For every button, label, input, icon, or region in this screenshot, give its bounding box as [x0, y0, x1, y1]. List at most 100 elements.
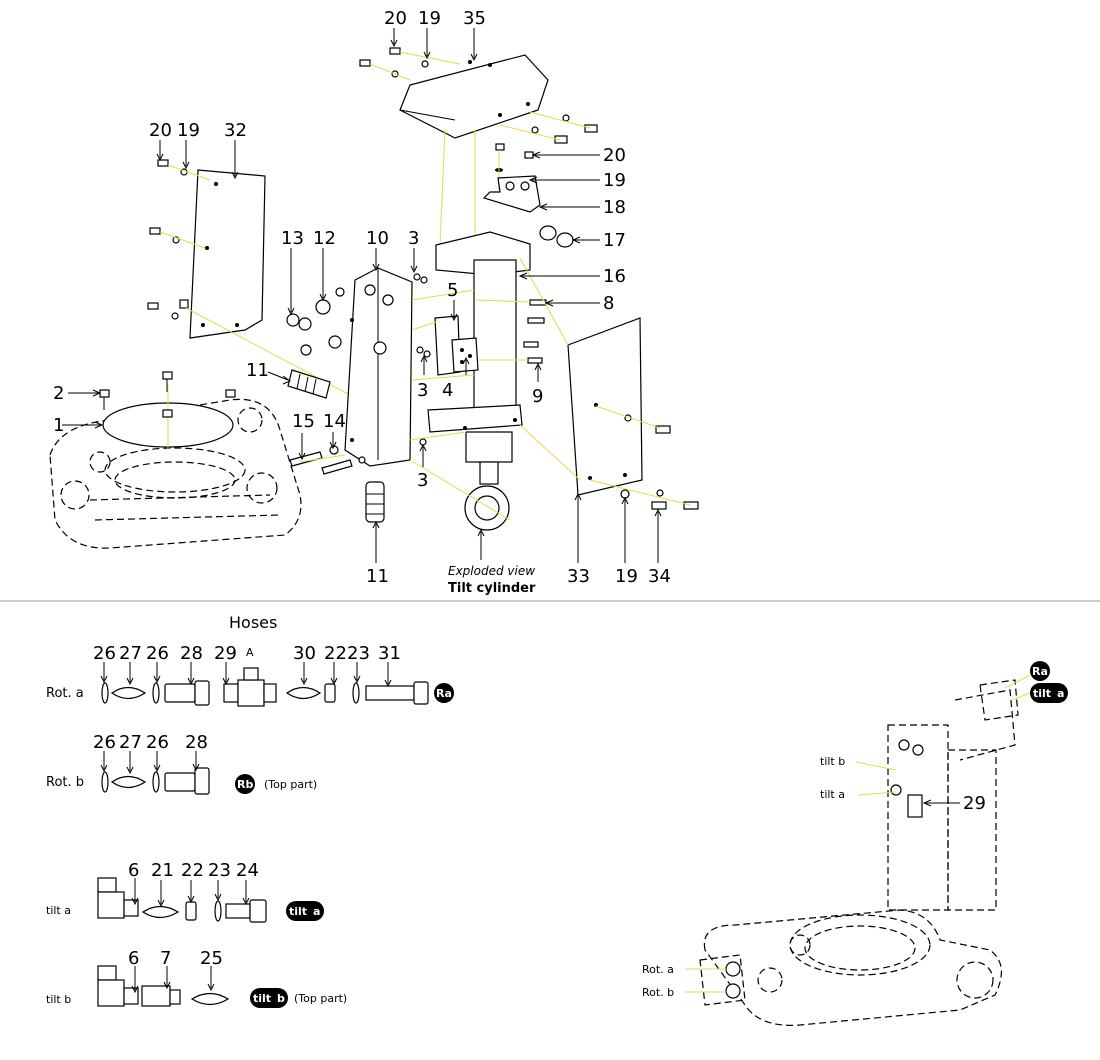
- assembled-label-tilt-a: tilt a: [820, 788, 845, 801]
- exploded-view-subtitle: Exploded view: [448, 564, 535, 578]
- part-33-side-cover: [567, 317, 643, 496]
- part-16-tilt-cylinder: [427, 231, 531, 531]
- callout-35: 35: [463, 8, 486, 29]
- exploded-view: 20 19 35 20 19 32 20 19 18 17 16 8 13 12…: [49, 8, 699, 596]
- badge-rb: Rb: [237, 778, 253, 791]
- hose-row-rot-b: Rot. b Rb (Top part) 26 27 26 28: [46, 732, 317, 795]
- hose-callout: 23: [347, 643, 370, 664]
- badge-tilt-prefix: tilt: [289, 905, 307, 918]
- callout-1: 1: [53, 415, 64, 436]
- hose-callout: 26: [146, 643, 169, 664]
- hose-callout: 28: [180, 643, 203, 664]
- hose-callout: 25: [200, 948, 223, 969]
- hose-callout: 22: [181, 860, 204, 881]
- port-label-a: A: [246, 646, 254, 659]
- hose-callout: 23: [208, 860, 231, 881]
- part-11-coupling-upper: [287, 369, 331, 399]
- hose-row-label: Rot. b: [46, 775, 84, 790]
- callout-4: 4: [442, 380, 453, 401]
- part-13-12-fittings: [286, 287, 345, 356]
- callout-20: 20: [149, 120, 172, 141]
- callout-numbers: 20 19 35 20 19 32 20 19 18 17 16 8 13 12…: [53, 8, 671, 587]
- part-18-bracket: [482, 175, 541, 213]
- callout-2: 2: [53, 383, 64, 404]
- hose-callout: 30: [293, 643, 316, 664]
- callout-20: 20: [603, 145, 626, 166]
- hose-callout: 27: [119, 643, 142, 664]
- assembled-label-rot-a: Rot. a: [642, 963, 674, 976]
- hose-callout: 26: [93, 643, 116, 664]
- callout-3: 3: [417, 470, 428, 491]
- assembly-guide-lines: [299, 257, 581, 521]
- callout-9: 9: [532, 386, 543, 407]
- part-32-cover-plate: [189, 169, 266, 339]
- badge-ra: Ra: [436, 687, 452, 700]
- hoses-section: Hoses Rot. a Ra A: [46, 613, 454, 1008]
- hose-callout: 24: [236, 860, 259, 881]
- assembled-label-rot-b: Rot. b: [642, 986, 674, 999]
- hose-callout: 29: [214, 643, 237, 664]
- callout-18: 18: [603, 197, 626, 218]
- part-20-19-screws-top: [359, 47, 598, 246]
- callout-19: 19: [615, 566, 638, 587]
- badge-tilt-b: b: [277, 992, 285, 1005]
- assembled-badge-tilt-prefix: tilt: [1033, 687, 1051, 700]
- part-17-plugs: [539, 225, 574, 248]
- part-35-top-cover: [399, 54, 549, 139]
- callout-17: 17: [603, 230, 626, 251]
- callout-5: 5: [447, 280, 458, 301]
- hose-callout: 21: [151, 860, 174, 881]
- hose-row-label: Rot. a: [46, 686, 84, 701]
- hose-callout: 26: [146, 732, 169, 753]
- callout-34: 34: [648, 566, 671, 587]
- callout-3: 3: [408, 228, 419, 249]
- callout-14: 14: [323, 411, 346, 432]
- part-19-34-screws-right: [589, 405, 699, 510]
- hose-row-label: tilt b: [46, 993, 71, 1006]
- callout-3: 3: [417, 380, 428, 401]
- callout-19: 19: [177, 120, 200, 141]
- callout-11: 11: [366, 566, 389, 587]
- hose-callout: 6: [128, 948, 139, 969]
- part-11-coupling-lower: [365, 481, 385, 523]
- part-8-9-screws: [475, 299, 547, 364]
- hose-row-note: (Top part): [294, 992, 347, 1005]
- callout-20: 20: [384, 8, 407, 29]
- callout-16: 16: [603, 266, 626, 287]
- part-15-14-bolts: [289, 445, 366, 475]
- hose-callout: 26: [93, 732, 116, 753]
- hose-callout: 27: [119, 732, 142, 753]
- callout-10: 10: [366, 228, 389, 249]
- callout-29: 29: [963, 793, 986, 814]
- base-frame-ghost: [49, 398, 302, 549]
- hose-callout: 22: [324, 643, 347, 664]
- assembled-view: tilt b tilt a Rot. a Rot. b 29 Ra tilt a: [642, 661, 1068, 1026]
- assembled-label-tilt-b: tilt b: [820, 755, 845, 768]
- hose-row-tilt-a: tilt a tilt a 6 21 22 23 24: [46, 860, 324, 923]
- exploded-view-title: Tilt cylinder: [448, 581, 536, 596]
- callout-19: 19: [603, 170, 626, 191]
- callout-8: 8: [603, 293, 614, 314]
- badge-tilt-prefix: tilt: [253, 992, 271, 1005]
- callout-11: 11: [246, 360, 269, 381]
- hose-row-label: tilt a: [46, 904, 71, 917]
- callout-19: 19: [418, 8, 441, 29]
- part-3-orings: [413, 273, 431, 446]
- hose-callout: 28: [185, 732, 208, 753]
- callout-13: 13: [281, 228, 304, 249]
- part-10-valve-block: [344, 267, 413, 467]
- callout-15: 15: [292, 411, 315, 432]
- callout-33: 33: [567, 566, 590, 587]
- hose-row-rot-a: Rot. a Ra A 26: [46, 643, 454, 707]
- part-5-4-block: [434, 315, 479, 376]
- callout-12: 12: [313, 228, 336, 249]
- hose-callout: 7: [160, 948, 171, 969]
- hoses-title: Hoses: [229, 613, 277, 632]
- assembled-badge-ra: Ra: [1032, 665, 1048, 678]
- callout-32: 32: [224, 120, 247, 141]
- hose-callout: 31: [378, 643, 401, 664]
- hose-row-tilt-b: tilt b tilt b (Top part) 6 7 25: [46, 948, 347, 1008]
- assembled-badge-tilt-a: a: [1057, 687, 1064, 700]
- hose-callout: 6: [128, 860, 139, 881]
